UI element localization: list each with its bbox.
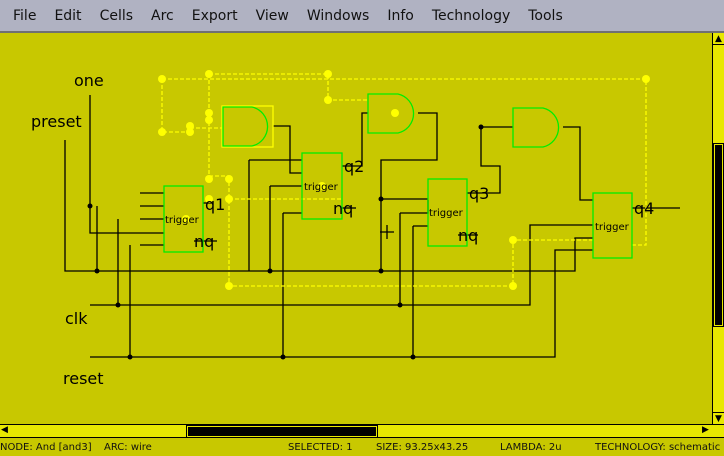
scroll-up-icon[interactable]: ▲ (713, 33, 724, 45)
menu-windows[interactable]: Windows (306, 7, 370, 24)
flipflop-q-label: q3 (469, 184, 489, 203)
flipflop-body-label: trigger (304, 182, 339, 193)
menu-cells[interactable]: Cells (99, 7, 134, 24)
menu-arc[interactable]: Arc (151, 7, 174, 24)
menu-tools[interactable]: Tools (528, 7, 563, 24)
flipflop-nq-label: nq (333, 199, 353, 218)
flipflop-1[interactable]: trigger q1 nq (163, 185, 225, 253)
port-one[interactable]: one (74, 71, 104, 90)
vertical-scrollbar[interactable]: ▲ ▼ (712, 33, 724, 424)
status-lambda: LAMBDA: 2u (500, 442, 562, 453)
menu-view[interactable]: View (255, 7, 289, 24)
port-reset[interactable]: reset (63, 369, 104, 388)
flipflop-4[interactable]: trigger q4 (592, 192, 654, 259)
menu-info[interactable]: Info (387, 7, 414, 24)
and-gate-2[interactable] (367, 93, 415, 134)
port-clk[interactable]: clk (65, 309, 88, 328)
flipflop-3[interactable]: trigger q3 nq (427, 178, 489, 247)
status-bar: NODE: And [and3] ARC: wire SELECTED: 1 S… (0, 438, 724, 456)
and-gate-1[interactable] (222, 106, 269, 147)
flipflop-q-label: q4 (634, 199, 654, 218)
flipflop-q-label: q2 (344, 157, 364, 176)
menu-export[interactable]: Export (191, 7, 238, 24)
and-gate-selection-box (221, 105, 274, 148)
status-arc: ARC: wire (104, 442, 152, 453)
schematic-drawing[interactable]: trigger q1 nq trigger q2 nq trigger q3 n… (0, 33, 712, 424)
menu-technology[interactable]: Technology (431, 7, 511, 24)
flipflop-nq-label: nq (458, 226, 478, 245)
horizontal-scrollbar[interactable]: ◀ ▶ (0, 424, 724, 438)
status-selected: SELECTED: 1 (288, 442, 353, 453)
scroll-left-icon[interactable]: ◀ (1, 425, 8, 435)
schematic-canvas[interactable]: trigger q1 nq trigger q2 nq trigger q3 n… (0, 33, 712, 424)
and-gate-3[interactable] (512, 107, 560, 148)
wire-junctions (87, 124, 484, 360)
flipflop-body-label: trigger (165, 215, 200, 226)
flipflop-body-label: trigger (595, 222, 630, 233)
port-preset[interactable]: preset (31, 112, 82, 131)
flipflop-body-label: trigger (429, 208, 464, 219)
horizontal-scroll-thumb[interactable] (186, 425, 378, 438)
wires (64, 95, 680, 358)
flipflop-nq-label: nq (194, 232, 214, 251)
scroll-right-icon[interactable]: ▶ (702, 425, 709, 435)
vertical-scroll-thumb[interactable] (713, 143, 724, 327)
menu-file[interactable]: File (13, 7, 37, 24)
highlight-points (158, 70, 650, 290)
menu-edit[interactable]: Edit (54, 7, 82, 24)
flipflop-2[interactable]: trigger q2 nq (301, 152, 364, 220)
scroll-down-icon[interactable]: ▼ (713, 412, 724, 424)
status-technology: TECHNOLOGY: schematic (595, 442, 721, 453)
status-node: NODE: And [and3] (0, 442, 92, 453)
flipflop-q-label: q1 (205, 195, 225, 214)
menu-bar: File Edit Cells Arc Export View Windows … (0, 0, 724, 33)
status-size: SIZE: 93.25x43.25 (376, 442, 469, 453)
